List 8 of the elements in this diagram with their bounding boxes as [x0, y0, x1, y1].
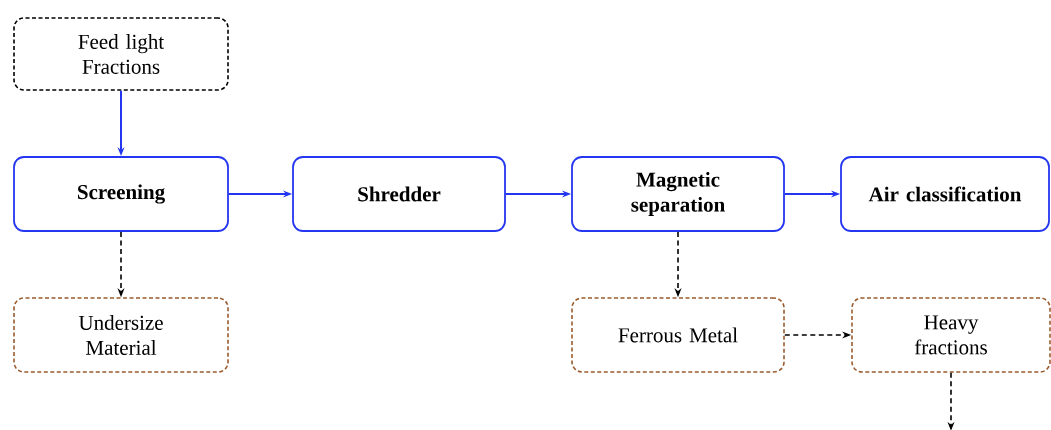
process-box: Shredder	[292, 156, 506, 232]
output-box: Undersize Material	[13, 297, 229, 373]
output-box: Ferrous Metal	[571, 297, 785, 373]
process-box: Air classification	[840, 156, 1050, 232]
input-box: Feed light Fractions	[13, 17, 229, 91]
process-box: Screening	[13, 156, 229, 232]
process-box: Magnetic separation	[571, 156, 785, 232]
output-box: Heavy fractions	[851, 297, 1051, 373]
